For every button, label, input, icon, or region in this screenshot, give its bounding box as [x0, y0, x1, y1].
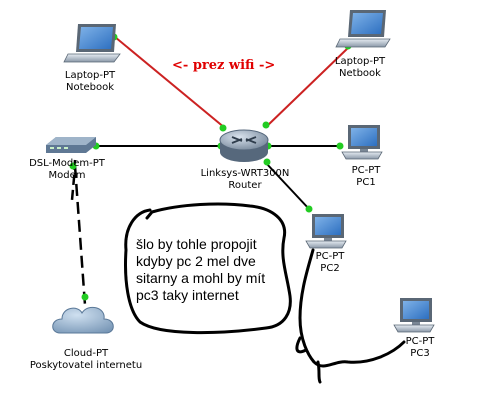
handdrawn-link-tail: [295, 336, 322, 384]
link-dot: [305, 205, 313, 213]
pc3-name: PC3: [410, 348, 430, 359]
handdrawn-link-pc2-pc3: [298, 248, 406, 368]
router-name: Router: [228, 180, 262, 191]
wifi-annotation: <- prez wifi ->: [172, 58, 276, 73]
router-label: Linksys-WRT300N Router: [201, 168, 290, 192]
link-dot: [69, 162, 77, 170]
wireless-router-icon[interactable]: [219, 129, 269, 162]
cloud-name: Poskytovatel internetu: [29, 360, 143, 371]
modem-label: DSL-Modem-PT Modem: [29, 158, 105, 182]
pc2-desktop-icon[interactable]: [305, 214, 347, 249]
pc1-name: PC1: [356, 177, 376, 188]
link-dot: [336, 142, 344, 150]
cloud-label: Cloud-PT Poskytovatel internetu: [30, 348, 142, 372]
note-line: pc3 taky internet: [136, 287, 239, 303]
link-modem-cloud: [73, 165, 87, 306]
wifi-link-netbook-router: [265, 46, 350, 128]
modem-model: DSL-Modem-PT: [29, 158, 105, 169]
netbook-model: Laptop-PT: [334, 56, 386, 67]
pc1-label: PC-PT PC1: [352, 165, 381, 189]
link-dot: [262, 121, 270, 129]
notebook-label: Laptop-PT Notebook: [65, 70, 115, 94]
pc3-desktop-icon[interactable]: [393, 298, 435, 333]
link-dot: [219, 124, 227, 132]
router-model: Linksys-WRT300N: [200, 168, 290, 179]
pc2-name: PC2: [320, 263, 340, 274]
netbook-name: Netbook: [339, 68, 381, 79]
pc1-desktop-icon[interactable]: [341, 125, 383, 160]
link-dot: [263, 158, 271, 166]
modem-name: Modem: [48, 170, 86, 181]
notebook-model: Laptop-PT: [64, 70, 116, 81]
pc1-model: PC-PT: [351, 165, 381, 176]
link-dot: [81, 293, 89, 301]
modem-icon[interactable]: [46, 137, 96, 153]
notebook-laptop-icon[interactable]: [63, 24, 121, 63]
netbook-label: Laptop-PT Netbook: [335, 56, 385, 80]
annotation-bubble-outline: [124, 202, 292, 335]
notebook-name: Notebook: [65, 82, 115, 93]
annotation-note: šlo by tohle propojit kdyby pc 2 mel dve…: [136, 236, 286, 304]
note-line: sitarny a mohl by mít: [136, 270, 266, 286]
pc3-model: PC-PT: [405, 336, 435, 347]
netbook-laptop-icon[interactable]: [335, 10, 391, 48]
pc2-label: PC-PT PC2: [316, 251, 345, 275]
pc3-label: PC-PT PC3: [406, 336, 435, 360]
wifi-link-notebook-router: [114, 36, 226, 129]
link-router-pc2: [265, 162, 311, 211]
note-line: kdyby pc 2 mel dve: [136, 253, 256, 269]
note-line: šlo by tohle propojit: [136, 236, 257, 252]
pc2-model: PC-PT: [315, 251, 345, 262]
cloud-icon[interactable]: [52, 306, 114, 334]
cloud-model: Cloud-PT: [63, 348, 109, 359]
